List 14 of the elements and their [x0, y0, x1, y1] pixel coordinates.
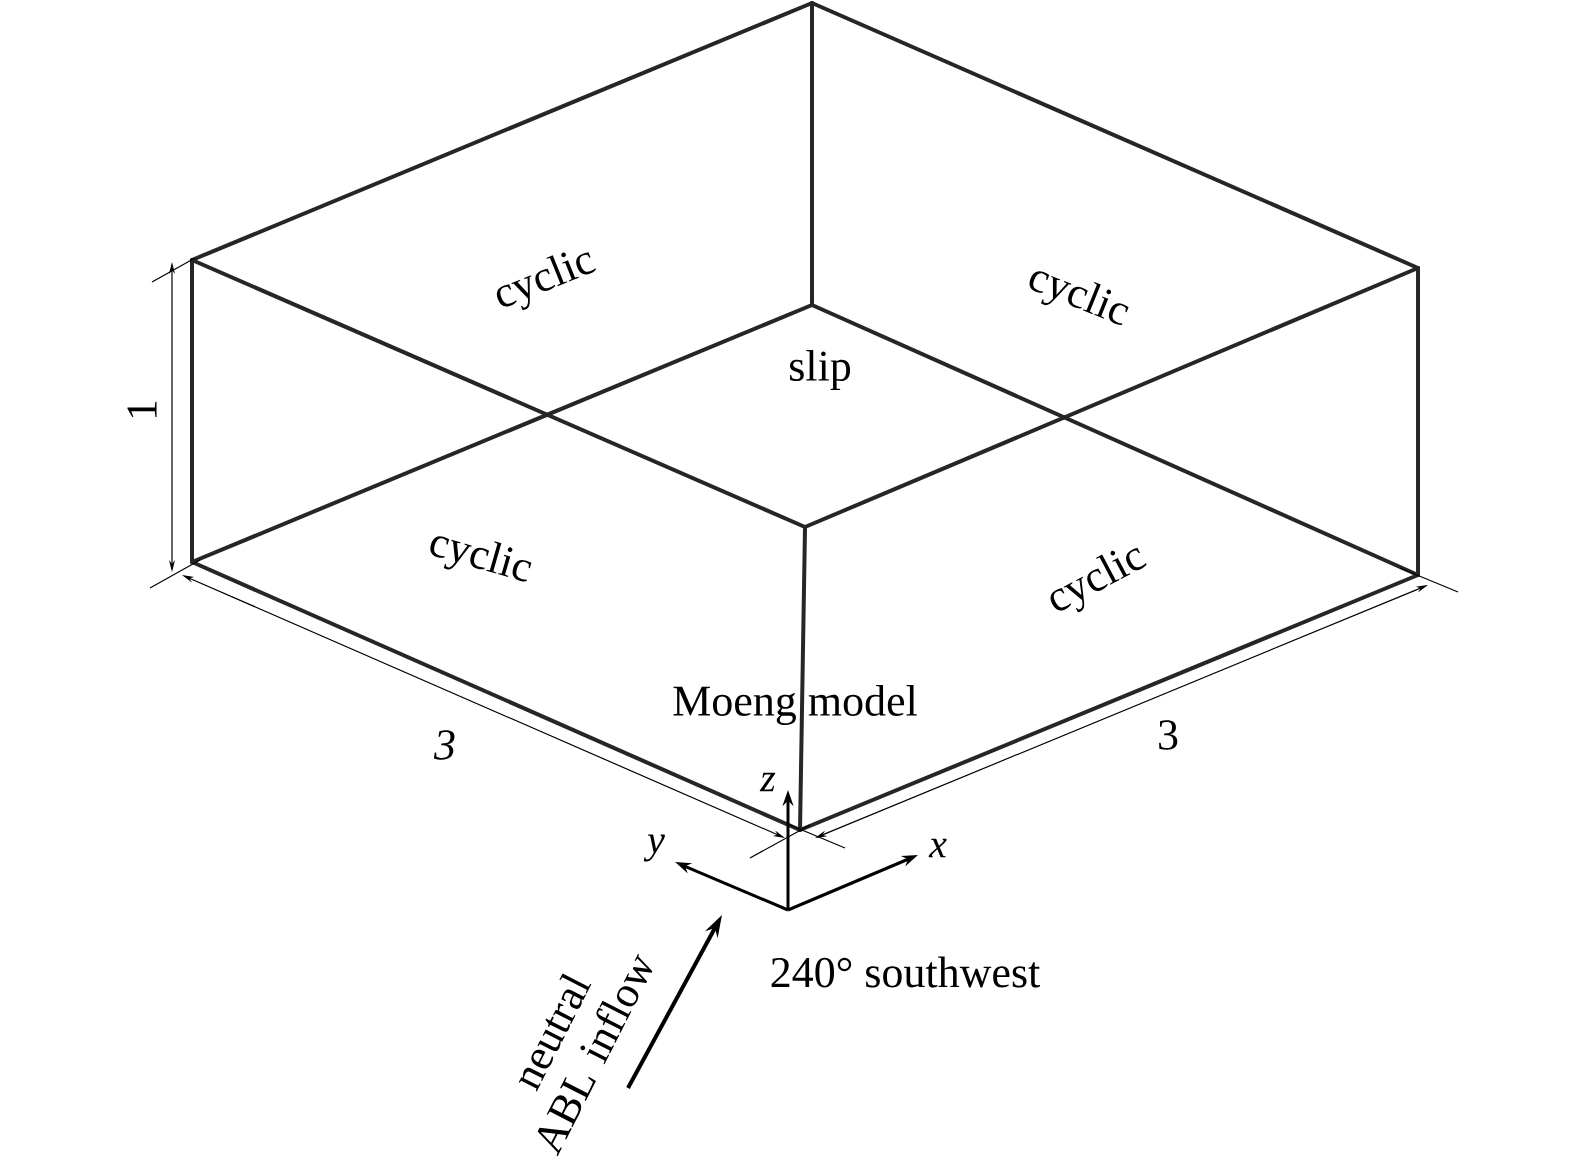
- flow-label: neutral ABL inflow: [518, 953, 653, 1157]
- axis-label: x: [928, 838, 947, 858]
- axis-label: y: [643, 834, 665, 862]
- dimension-label: 1: [127, 401, 157, 418]
- face-label: slip: [790, 350, 851, 390]
- dimension-label: 3: [1159, 720, 1178, 750]
- face-label: cyclic: [430, 536, 532, 582]
- model-label: Moeng model: [673, 685, 917, 725]
- dimension-label: 3: [433, 730, 455, 760]
- flow-label: 240° southwest: [771, 956, 1041, 988]
- face-label: cyclic: [1050, 547, 1147, 613]
- axis-label: z: [759, 772, 776, 792]
- face-label: cyclic: [496, 252, 596, 311]
- face-label: cyclic: [1029, 271, 1129, 325]
